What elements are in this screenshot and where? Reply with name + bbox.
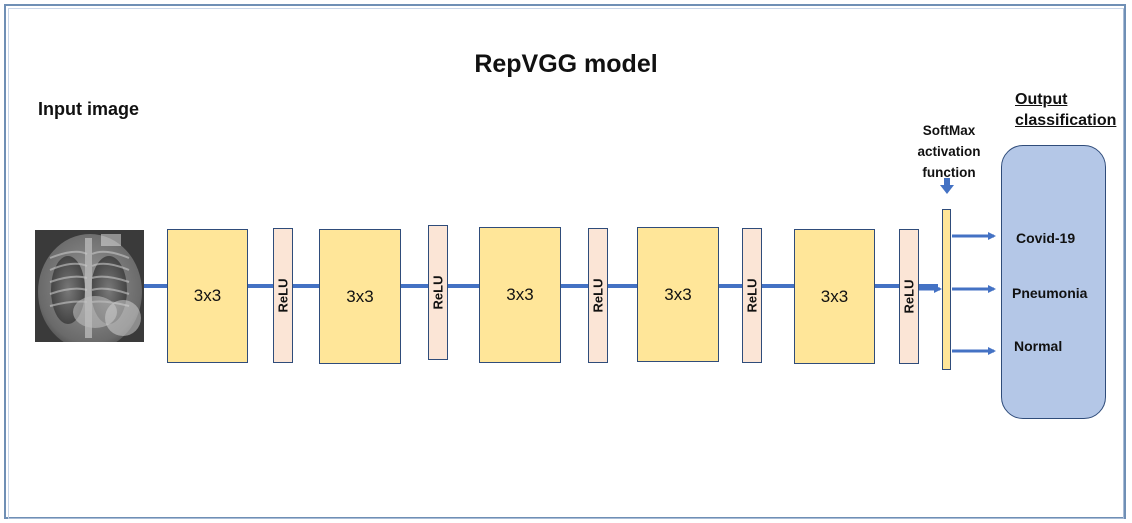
relu-block-4: ReLU	[742, 228, 762, 363]
softmax-down-arrow-icon	[940, 178, 954, 194]
softmax-label: SoftMax activation function	[909, 120, 989, 183]
softmax-label-line-1: SoftMax	[922, 123, 976, 138]
relu-block-3: ReLU	[588, 228, 608, 363]
class-pneumonia: Pneumonia	[1012, 285, 1088, 301]
softmax-layer	[942, 209, 951, 370]
output-classification-box	[1001, 145, 1106, 419]
conv-block-2: 3x3	[319, 229, 401, 364]
output-label-line-2: classification	[1015, 112, 1117, 129]
chest-xray-image	[35, 230, 144, 342]
output-label-line-1: Output	[1015, 91, 1068, 108]
input-image-label: Input image	[38, 99, 140, 119]
diagram-title: RepVGG model	[474, 50, 658, 78]
conv-block-4: 3x3	[637, 227, 719, 362]
class-normal: Normal	[1014, 338, 1063, 354]
conv-block-3: 3x3	[479, 227, 561, 363]
conv-block-1: 3x3	[167, 229, 248, 363]
class-covid19: Covid-19	[1016, 230, 1076, 246]
relu-block-2: ReLU	[428, 225, 448, 360]
softmax-label-line-3: function	[922, 165, 976, 180]
softmax-label-line-2: activation	[917, 144, 981, 159]
diagram-frame-inner	[8, 8, 1124, 519]
output-classification-label: Output classification	[1015, 89, 1116, 131]
relu-block-5: ReLU	[899, 229, 919, 364]
relu-block-1: ReLU	[273, 228, 293, 363]
conv-block-5: 3x3	[794, 229, 875, 364]
